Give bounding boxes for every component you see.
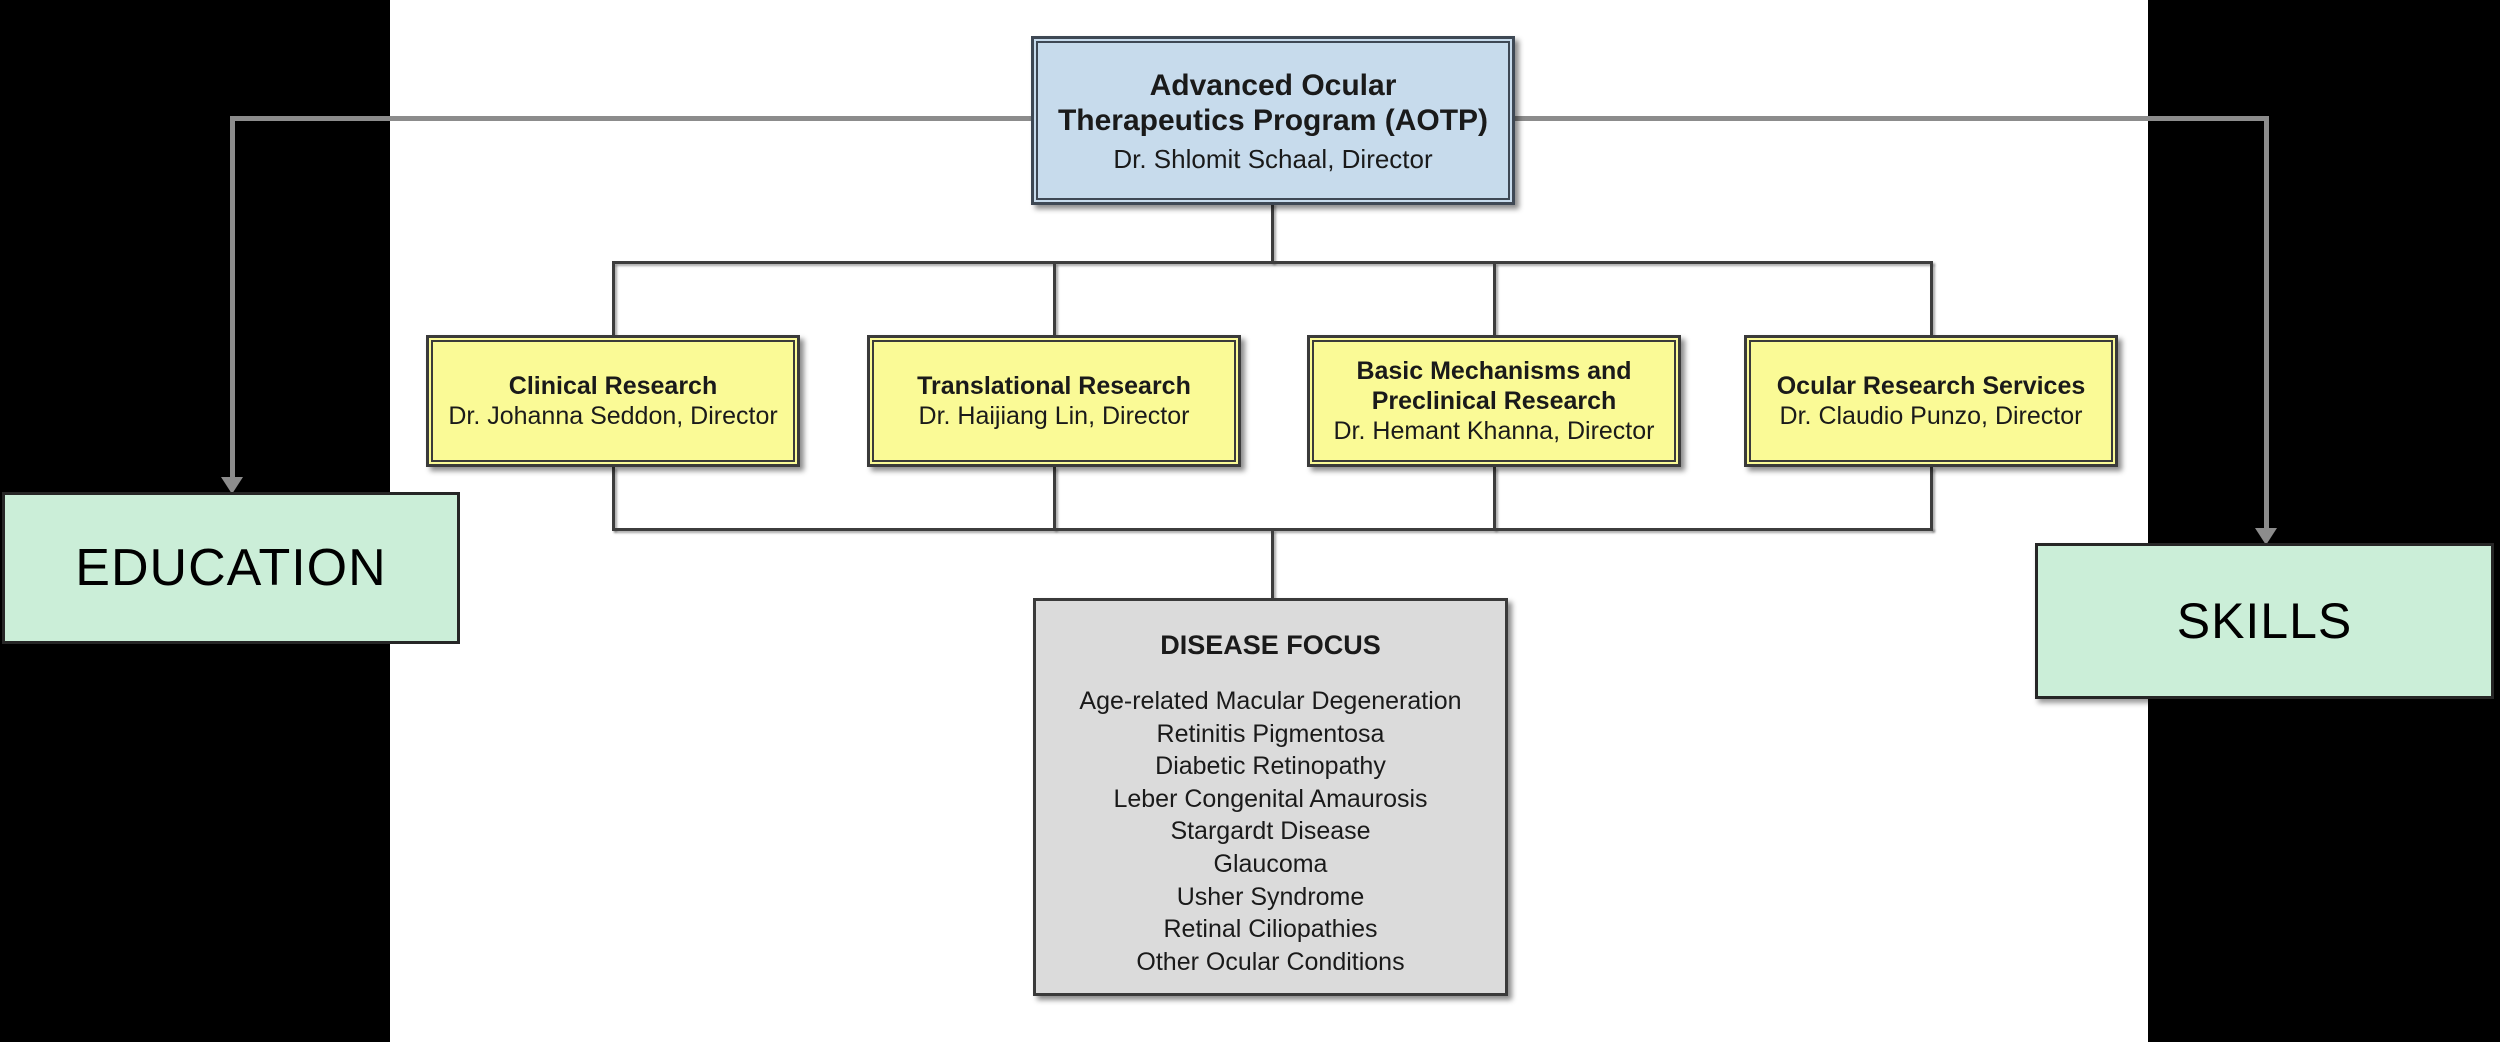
connector-bottom-bus [612,528,1933,531]
disease-item: Usher Syndrome [1176,882,1365,911]
dept-director: Dr. Haijiang Lin, Director [918,402,1190,430]
connector-root-stem [1271,203,1274,263]
connector-drop-dept-0 [612,263,615,335]
connector-drop-dept-3 [1930,263,1933,335]
skills-label: SKILLS [2176,593,2353,649]
connector-focus-stem [1271,530,1274,598]
disease-item: Leber Congenital Amaurosis [1113,784,1428,813]
disease-item: Age-related Macular Degeneration [1079,687,1462,715]
root-box-aotp: Advanced Ocular Therapeutics Program (AO… [1031,36,1515,205]
connector-riser-dept-0 [612,467,615,530]
dept-name-line: Clinical Research [508,372,718,400]
root-title-line-2: Therapeutics Program (AOTP) [1057,103,1489,137]
disease-focus-title: DISEASE FOCUS [1160,630,1381,660]
dept-director: Dr. Claudio Punzo, Director [1779,402,2083,430]
dept-name-line: Translational Research [917,372,1191,400]
connector-top-bus [612,261,1933,264]
connector-drop-dept-2 [1493,263,1496,335]
dept-box-ocular-research-services: Ocular Research Services Dr. Claudio Pun… [1744,335,2118,467]
dept-name: Basic Mechanisms and Preclinical Researc… [1356,356,1631,416]
connector-riser-dept-2 [1493,467,1496,530]
education-arrowhead-icon [221,477,243,494]
dept-name: Ocular Research Services [1777,371,2086,401]
connector-riser-dept-1 [1053,467,1056,530]
skills-arrow-vertical-line [2264,116,2269,528]
education-arrow-horizontal-line [230,116,1031,121]
root-title: Advanced Ocular Therapeutics Program (AO… [1058,68,1488,138]
dept-box-basic-mechanisms-preclinical: Basic Mechanisms and Preclinical Researc… [1307,335,1681,467]
root-title-line-1: Advanced Ocular [1149,68,1397,102]
disease-item: Retinitis Pigmentosa [1156,719,1385,748]
dept-director: Dr. Johanna Seddon, Director [448,402,778,430]
disease-item: Retinal Ciliopathies [1163,915,1378,944]
skills-arrowhead-icon [2255,528,2277,545]
dept-name: Translational Research [917,371,1191,401]
education-box: EDUCATION [2,492,460,644]
dept-name-line: Preclinical Research [1371,387,1617,415]
dept-box-translational-research: Translational Research Dr. Haijiang Lin,… [867,335,1241,467]
disease-focus-box: DISEASE FOCUS Age-related Macular Degene… [1033,598,1508,996]
dept-name-line: Basic Mechanisms and [1356,357,1632,385]
disease-item: Diabetic Retinopathy [1155,752,1386,781]
dept-name: Clinical Research [509,371,717,401]
skills-arrow-horizontal-line [1515,116,2269,121]
disease-item: Stargardt Disease [1170,817,1371,846]
root-director: Dr. Shlomit Schaal, Director [1113,143,1433,174]
education-arrow-vertical-line [230,116,235,477]
dept-name-line: Ocular Research Services [1776,372,2086,400]
dept-director: Dr. Hemant Khanna, Director [1333,417,1655,445]
education-label: EDUCATION [75,539,387,597]
connector-drop-dept-1 [1053,263,1056,335]
disease-item: Glaucoma [1213,849,1328,878]
disease-item: Other Ocular Conditions [1136,947,1405,976]
dept-box-clinical-research: Clinical Research Dr. Johanna Seddon, Di… [426,335,800,467]
connector-riser-dept-3 [1930,467,1933,530]
skills-box: SKILLS [2035,543,2494,699]
